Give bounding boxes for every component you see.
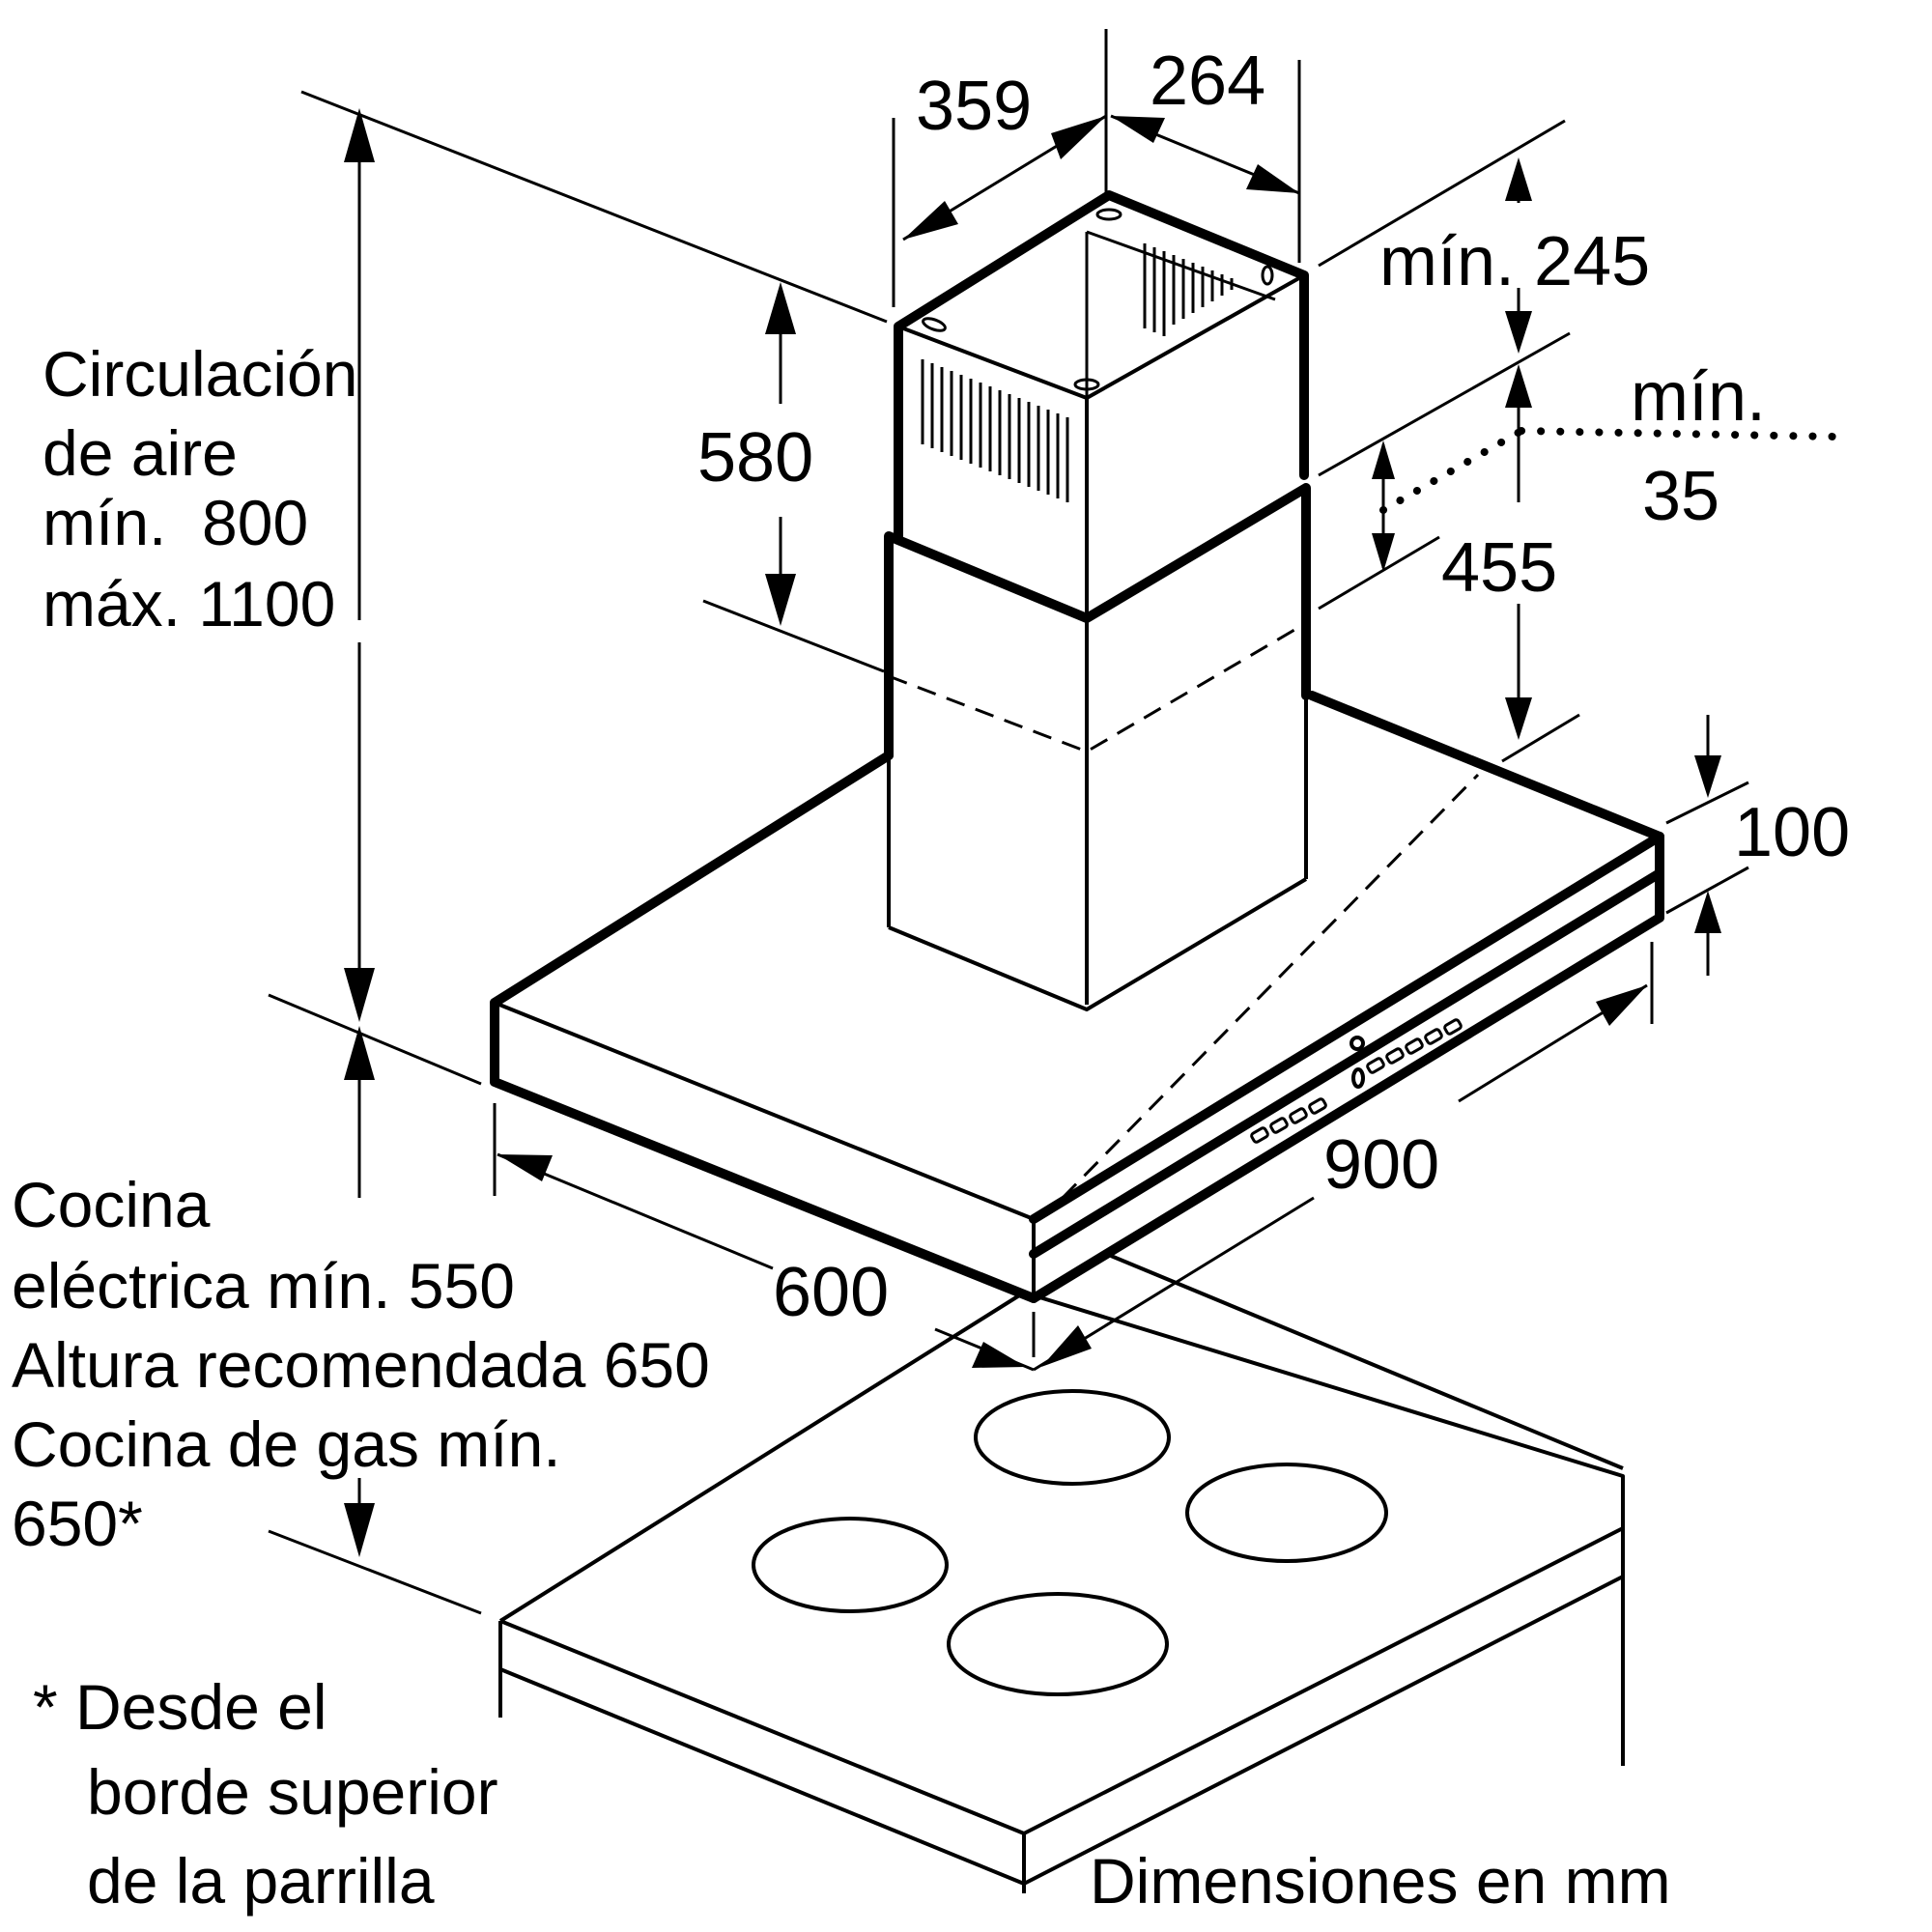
note-line: Altura recomendada 650 (12, 1329, 710, 1401)
note-line: Cocina de gas mín. (12, 1408, 561, 1480)
dim-900: 900 (1323, 1126, 1439, 1204)
dim-100: 100 (1734, 794, 1850, 871)
note-line: de la parrilla (87, 1845, 435, 1917)
note-line: borde superior (87, 1756, 498, 1828)
hob-clearance-note: Cocina eléctrica mín. 550 Altura recomen… (12, 1169, 710, 1559)
dim-580: 580 (697, 419, 813, 497)
dimension-labels: 359 264 580 mín. 245 mín. 35 455 100 900… (697, 43, 1850, 1331)
canopy-drawing (490, 691, 1664, 1470)
footnote: * Desde el borde superior de la parrilla (33, 1671, 498, 1917)
note-line: mín. 800 (43, 487, 308, 558)
note-line: Cocina (12, 1169, 211, 1240)
chimney-duct-drawing (884, 190, 1311, 1011)
burner-back (974, 1389, 1171, 1486)
units-label: Dimensiones en mm (1090, 1845, 1671, 1917)
note-line: 650* (12, 1488, 143, 1559)
burner-left (752, 1517, 949, 1613)
dim-35: 35 (1642, 458, 1719, 535)
note-line: de aire (43, 417, 238, 489)
note-line: * Desde el (33, 1671, 327, 1743)
note-line: máx. 1100 (43, 568, 335, 639)
dim-359: 359 (916, 68, 1032, 145)
burner-right (1185, 1463, 1388, 1563)
dim-600: 600 (773, 1254, 889, 1331)
extension-lines (268, 29, 1839, 1615)
hob-drawing (498, 1291, 1625, 1893)
note-line: Circulación (43, 338, 357, 410)
dim-min-label: mín. (1631, 358, 1766, 436)
note-line: eléctrica mín. 550 (12, 1250, 515, 1321)
control-buttons (1250, 1018, 1463, 1144)
dimension-arrows (344, 108, 1721, 1557)
dim-455: 455 (1441, 529, 1557, 607)
air-circulation-note: Circulación de aire mín. 800 máx. 1100 (43, 338, 357, 639)
burner-front (947, 1592, 1169, 1696)
duct-vent-slots (921, 243, 1234, 502)
dim-264: 264 (1150, 43, 1265, 120)
dim-min-245: mín. 245 (1379, 223, 1650, 300)
